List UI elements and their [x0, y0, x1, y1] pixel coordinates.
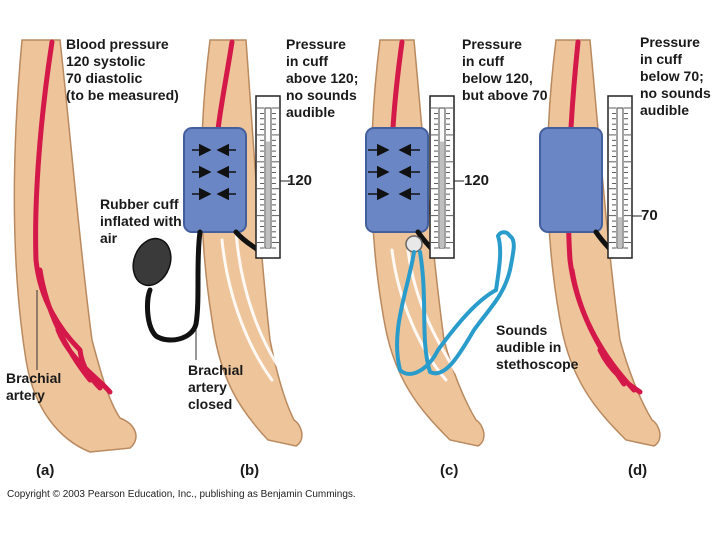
- artery-b-closed-icon: [220, 228, 284, 382]
- panel-b-rubber-label: Rubber cuff inflated with air: [100, 196, 182, 246]
- panel-b-cuff-label: Pressure in cuff above 120; no sounds au…: [286, 36, 359, 120]
- panel-b-arm: [132, 39, 303, 447]
- panel-c-cuff-label: Pressure in cuff below 120, but above 70: [462, 36, 548, 103]
- panel-c-gauge-value: 120: [464, 172, 490, 189]
- manometer-b-icon: [255, 95, 290, 259]
- panel-d-cuff-label: Pressure in cuff below 70; no sounds aud…: [640, 34, 711, 118]
- mercury-column: [440, 141, 444, 248]
- pressure-arrows-c: [368, 143, 420, 201]
- tube-b-bulb: [145, 229, 203, 343]
- manometer-d-icon: [607, 95, 642, 259]
- cuff-d-icon: [539, 127, 603, 233]
- manometer-c-icon: [429, 95, 464, 259]
- stethoscope-tube-2: [418, 234, 516, 376]
- panel-a-letter: (a): [36, 462, 55, 479]
- mercury-column: [266, 141, 270, 248]
- panel-d-gauge-value: 70: [641, 207, 658, 224]
- cuff-c-icon: [365, 127, 429, 233]
- copyright-notice: Copyright © 2003 Pearson Education, Inc.…: [7, 489, 356, 500]
- artery-b-upper-icon: [215, 39, 235, 133]
- panel-a-artery-label: Brachial artery: [6, 370, 62, 403]
- cuff-b-icon: [183, 127, 247, 233]
- panel-a-arm: [13, 39, 137, 453]
- stethoscope-earpieces-icon: [494, 230, 512, 292]
- mercury-column: [618, 217, 622, 248]
- panel-b-gauge-value: 120: [287, 172, 313, 189]
- panel-b-letter: (b): [240, 462, 260, 479]
- rubber-bulb-icon: [132, 237, 172, 287]
- artery-d-icon: [565, 39, 643, 395]
- panel-d-letter: (d): [628, 462, 648, 479]
- panel-a-pressure-label: Blood pressure 120 systolic 70 diastolic…: [66, 36, 179, 103]
- panel-c-sounds-label: Sounds audible in stethoscope: [496, 322, 579, 372]
- artery-a-icon: [33, 39, 113, 395]
- panel-c-letter: (c): [440, 462, 459, 479]
- pressure-arrows-b: [192, 143, 236, 201]
- stethoscope-tube-1: [395, 250, 498, 376]
- stethoscope-chestpiece-icon: [405, 235, 423, 253]
- panel-b-artery-label: Brachial artery closed: [188, 362, 244, 412]
- arm-a-icon: [13, 39, 137, 453]
